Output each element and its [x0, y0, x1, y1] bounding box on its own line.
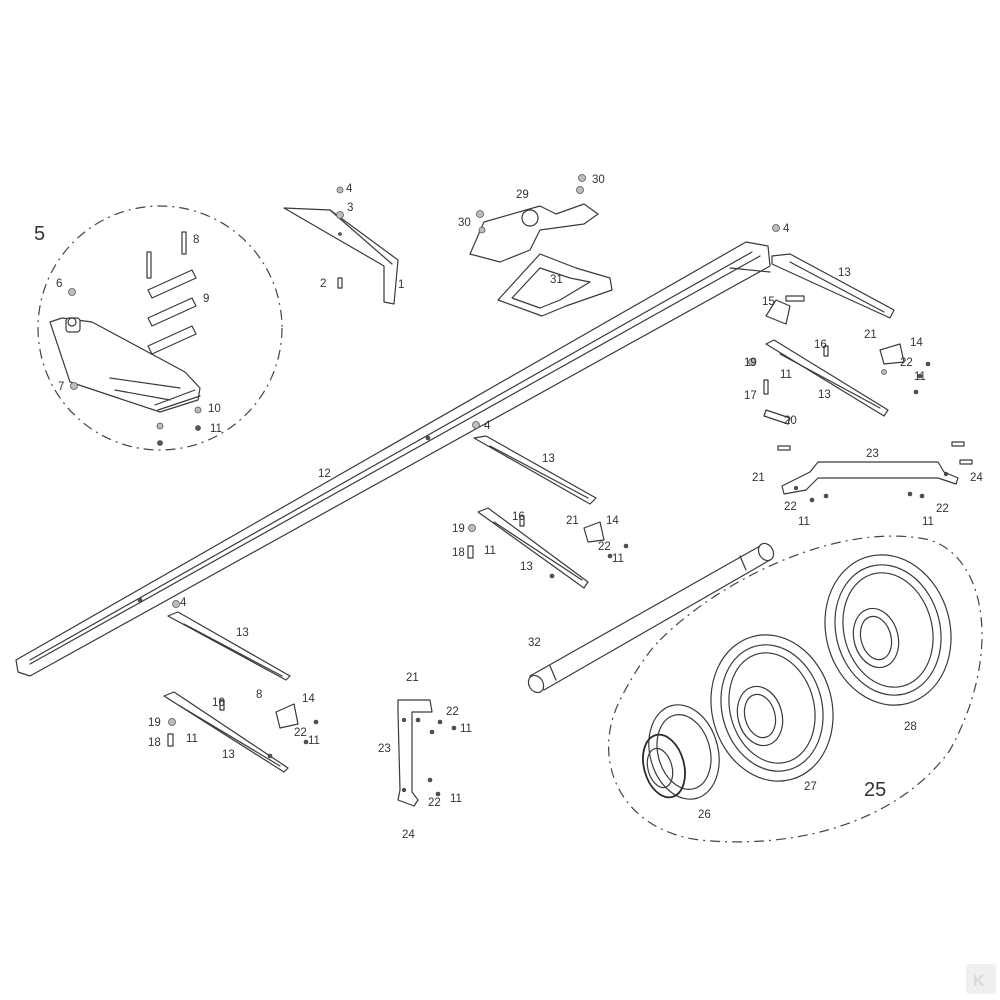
label-22f: 22: [446, 706, 459, 718]
label-14b: 14: [606, 515, 619, 527]
part-12-main-beam: [15, 241, 771, 677]
label-15: 15: [762, 296, 775, 308]
label-11b: 11: [780, 369, 792, 381]
label-11j: 11: [460, 723, 472, 735]
label-8b: 8: [256, 689, 262, 701]
part-31-bracket: [497, 253, 613, 317]
part-1-bracket: [283, 186, 399, 305]
strut-group-middle: [467, 421, 629, 589]
label-4a: 4: [346, 183, 353, 195]
label-16c: 16: [212, 697, 225, 709]
part-23-bracket-lower: [397, 699, 457, 807]
label-19c: 19: [148, 717, 161, 729]
label-22g: 22: [428, 797, 441, 809]
label-4b: 4: [783, 223, 790, 235]
label-14a: 14: [910, 337, 923, 349]
label-21d: 21: [406, 672, 419, 684]
label-4d: 4: [180, 597, 187, 609]
detail-circle-5: [37, 205, 283, 451]
logo-watermark: K: [966, 964, 996, 994]
label-13a: 13: [838, 267, 851, 279]
label-22e: 22: [294, 727, 307, 739]
label-4c: 4: [484, 420, 491, 432]
part-labels: 5 6 7 8 9 10 11 4 3 2 1 29 30 30 31 4 13…: [34, 174, 983, 841]
label-13d: 13: [520, 561, 533, 573]
label-21b: 21: [752, 472, 765, 484]
label-19a: 19: [744, 357, 757, 369]
label-13c: 13: [542, 453, 555, 465]
label-11c: 11: [914, 371, 926, 383]
label-20: 20: [784, 415, 797, 427]
label-30b: 30: [458, 217, 471, 229]
label-7: 7: [58, 381, 64, 393]
label-11g: 11: [612, 553, 624, 565]
label-13f: 13: [222, 749, 235, 761]
label-19b: 19: [452, 523, 465, 535]
label-11a: 11: [210, 423, 222, 435]
part-29-bracket: [469, 174, 599, 263]
label-11d: 11: [798, 516, 810, 528]
label-24a: 24: [402, 829, 415, 841]
label-23b: 23: [866, 448, 879, 460]
label-31: 31: [550, 274, 563, 286]
label-21a: 21: [864, 329, 877, 341]
label-1: 1: [398, 279, 404, 291]
part-32-axle: [527, 542, 775, 694]
label-32: 32: [528, 637, 541, 649]
label-27: 27: [804, 781, 817, 793]
label-22c: 22: [936, 503, 949, 515]
label-18b: 18: [148, 737, 161, 749]
label-12: 12: [318, 468, 331, 480]
label-14c: 14: [302, 693, 315, 705]
label-25: 25: [864, 779, 886, 801]
label-11h: 11: [186, 733, 198, 745]
label-11k: 11: [450, 793, 462, 805]
wheel-assembly-25: [608, 535, 983, 843]
strut-group-lower: [163, 600, 319, 773]
label-11e: 11: [922, 516, 934, 528]
label-2: 2: [320, 278, 326, 290]
label-13b: 13: [818, 389, 831, 401]
label-3: 3: [347, 202, 353, 214]
label-13e: 13: [236, 627, 249, 639]
label-8a: 8: [193, 234, 199, 246]
label-16b: 16: [512, 511, 525, 523]
label-30a: 30: [592, 174, 605, 186]
label-22a: 22: [900, 357, 913, 369]
label-21c: 21: [566, 515, 579, 527]
label-9: 9: [203, 293, 209, 305]
label-6: 6: [56, 278, 62, 290]
label-22b: 22: [784, 501, 797, 513]
label-11i: 11: [308, 735, 320, 747]
label-18a: 18: [452, 547, 465, 559]
label-29: 29: [516, 189, 529, 201]
label-26: 26: [698, 809, 711, 821]
logo-letter: K: [973, 973, 985, 990]
strut-group-upper: [748, 224, 931, 425]
label-28: 28: [904, 721, 917, 733]
label-5: 5: [34, 223, 45, 245]
label-22d: 22: [598, 541, 611, 553]
label-24b: 24: [970, 472, 983, 484]
part-23-bracket-right: [777, 441, 973, 503]
label-11f: 11: [484, 545, 496, 557]
label-23a: 23: [378, 743, 391, 755]
label-17: 17: [744, 390, 757, 402]
label-10: 10: [208, 403, 221, 415]
label-16a: 16: [814, 339, 827, 351]
